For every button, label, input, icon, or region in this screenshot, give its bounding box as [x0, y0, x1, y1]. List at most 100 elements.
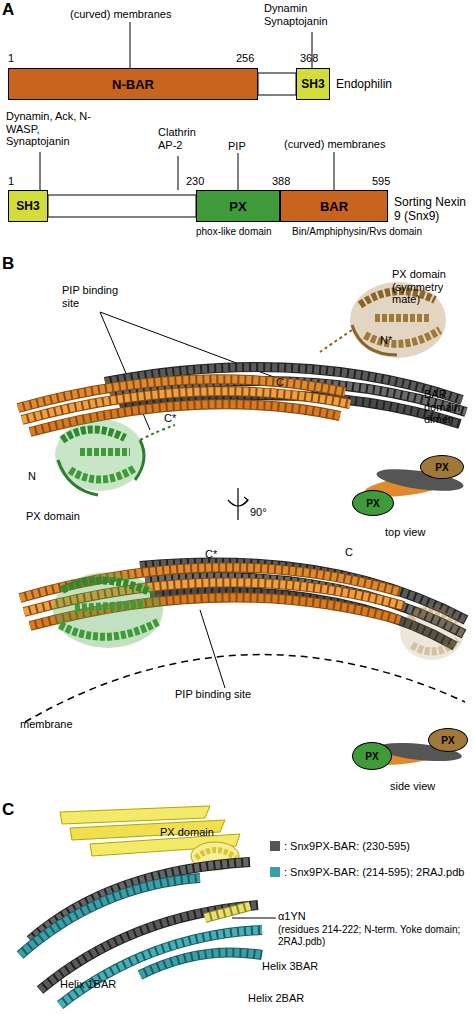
structure-label: BAR domain dimer	[424, 388, 474, 426]
residue-number: 1	[8, 175, 14, 188]
rotation-arrow	[237, 488, 238, 520]
leader-line	[334, 152, 335, 190]
binding-note: (curved) membranes	[284, 138, 414, 151]
structure-note: (residues 214-222; N-term. Yoke domain; …	[278, 924, 468, 947]
domain-box: SH3	[8, 190, 48, 222]
px-domain-green-top	[62, 429, 125, 440]
binding-note: (curved) membranes	[70, 8, 190, 21]
legend-row: : Snx9PX-BAR: (230-595)	[270, 840, 470, 852]
terminus-label: C*	[205, 548, 217, 561]
px-domain-brown-top	[320, 282, 446, 358]
domain-name: SH3	[16, 199, 39, 213]
schematic-domain: PX	[428, 728, 468, 752]
legend-swatch	[270, 841, 280, 851]
rotation-arrow	[228, 488, 248, 520]
binding-note: PIP	[228, 140, 246, 153]
px-domain-green-top	[140, 425, 175, 440]
structure-label: PIP binding site	[62, 284, 134, 309]
px-domain-brown-side	[400, 604, 464, 660]
px-domain-green-side	[53, 572, 163, 648]
px-domain-green-side	[75, 604, 145, 608]
bar-helix-orange-top	[18, 379, 350, 432]
schematic-domain: PX	[420, 455, 464, 479]
helix-teal-c	[205, 906, 250, 918]
domain-name: BAR	[320, 199, 348, 214]
domain-name: N-BAR	[112, 77, 154, 92]
px-domain-brown-side	[410, 611, 455, 625]
residue-number: 230	[186, 175, 204, 188]
domain-name: PX	[366, 498, 379, 509]
domain-segment	[258, 73, 296, 95]
px-domain-green-top	[55, 419, 175, 495]
domain-box: N-BAR	[8, 68, 258, 100]
leader-line	[130, 22, 131, 68]
membrane-line	[25, 655, 465, 722]
structure-label: Helix 1BAR	[60, 978, 116, 991]
domain-name: PX	[365, 751, 378, 762]
domain-note: Bin/Amphiphysin/Rvs domain	[292, 226, 432, 238]
structure-label: Helix 3BAR	[262, 960, 318, 973]
rotation-arrow	[244, 497, 248, 504]
structure-label: membrane	[20, 718, 73, 731]
panel-letter: A	[2, 0, 14, 20]
legend-row: : Snx9PX-BAR: (214-595); 2RAJ.pdb	[270, 866, 470, 878]
terminus-label: N	[28, 470, 36, 483]
panel-letter: C	[2, 800, 14, 820]
binding-note: Dynamin Synaptojanin	[264, 2, 336, 27]
terminus-label: C*	[164, 412, 176, 425]
px-domain-brown-top	[352, 325, 397, 355]
helix-teal-c	[20, 878, 262, 1005]
px-domain-brown-side	[412, 640, 458, 651]
px-domain-brown-top	[320, 330, 352, 352]
terminus-label: N*	[380, 334, 392, 347]
legend-swatch	[270, 867, 280, 877]
leader-line	[232, 918, 276, 919]
leader-line	[238, 153, 239, 190]
terminus-label: C	[276, 376, 284, 389]
domain-name: PX	[441, 735, 454, 746]
structure-label: PX domain	[26, 510, 82, 523]
structure-label: Helix 2BAR	[248, 992, 304, 1005]
structure-label: PX domain	[160, 826, 214, 839]
px-sheet-yellow	[196, 850, 236, 858]
terminus-label: C	[345, 546, 353, 559]
structure-label: PX domain (symmetry mate)	[392, 268, 474, 306]
residue-number: 256	[236, 52, 254, 65]
px-domain-green-side	[60, 622, 158, 637]
residue-number: 368	[300, 52, 318, 65]
domain-name: SH3	[301, 77, 324, 91]
px-sheet-yellow	[60, 806, 210, 824]
view-label: side view	[390, 780, 435, 793]
helix-teal-c	[140, 953, 262, 976]
rotation-label: 90°	[250, 506, 267, 519]
domain-box: BAR	[280, 190, 388, 222]
panel-letter: B	[2, 254, 14, 274]
px-domain-brown-side	[400, 604, 464, 660]
leader-line	[200, 610, 225, 688]
px-domain-green-top	[70, 468, 135, 480]
helix-teal-c	[140, 953, 262, 976]
leader-line	[40, 22, 334, 918]
binding-note: Clathrin AP-2	[158, 126, 208, 151]
legend-text: : Snx9PX-BAR: (230-595)	[284, 840, 410, 852]
helix-teal-c	[60, 930, 262, 1005]
helix-teal-c	[205, 906, 250, 918]
leader-line	[178, 156, 179, 190]
px-domain-green-top	[80, 448, 130, 456]
domain-name: PX	[229, 199, 246, 214]
px-domain-green-top	[58, 440, 144, 495]
helix-teal-c	[60, 930, 262, 1005]
protein-name: Sorting Nexin 9 (Snx9)	[394, 196, 474, 224]
residue-number: 595	[372, 175, 390, 188]
px-sheet-yellow	[70, 820, 225, 840]
leader-line	[40, 152, 41, 190]
px-domain-green-side	[53, 572, 163, 648]
structure-label: PIP binding site	[175, 688, 295, 701]
domain-name: PX	[435, 462, 448, 473]
px-domain-brown-top	[375, 314, 430, 322]
px-domain-green-side	[62, 580, 150, 592]
binding-note: Dynamin, Ack, N-WASP, Synaptojanin	[6, 110, 94, 148]
structure-label: α1YN	[278, 910, 306, 923]
